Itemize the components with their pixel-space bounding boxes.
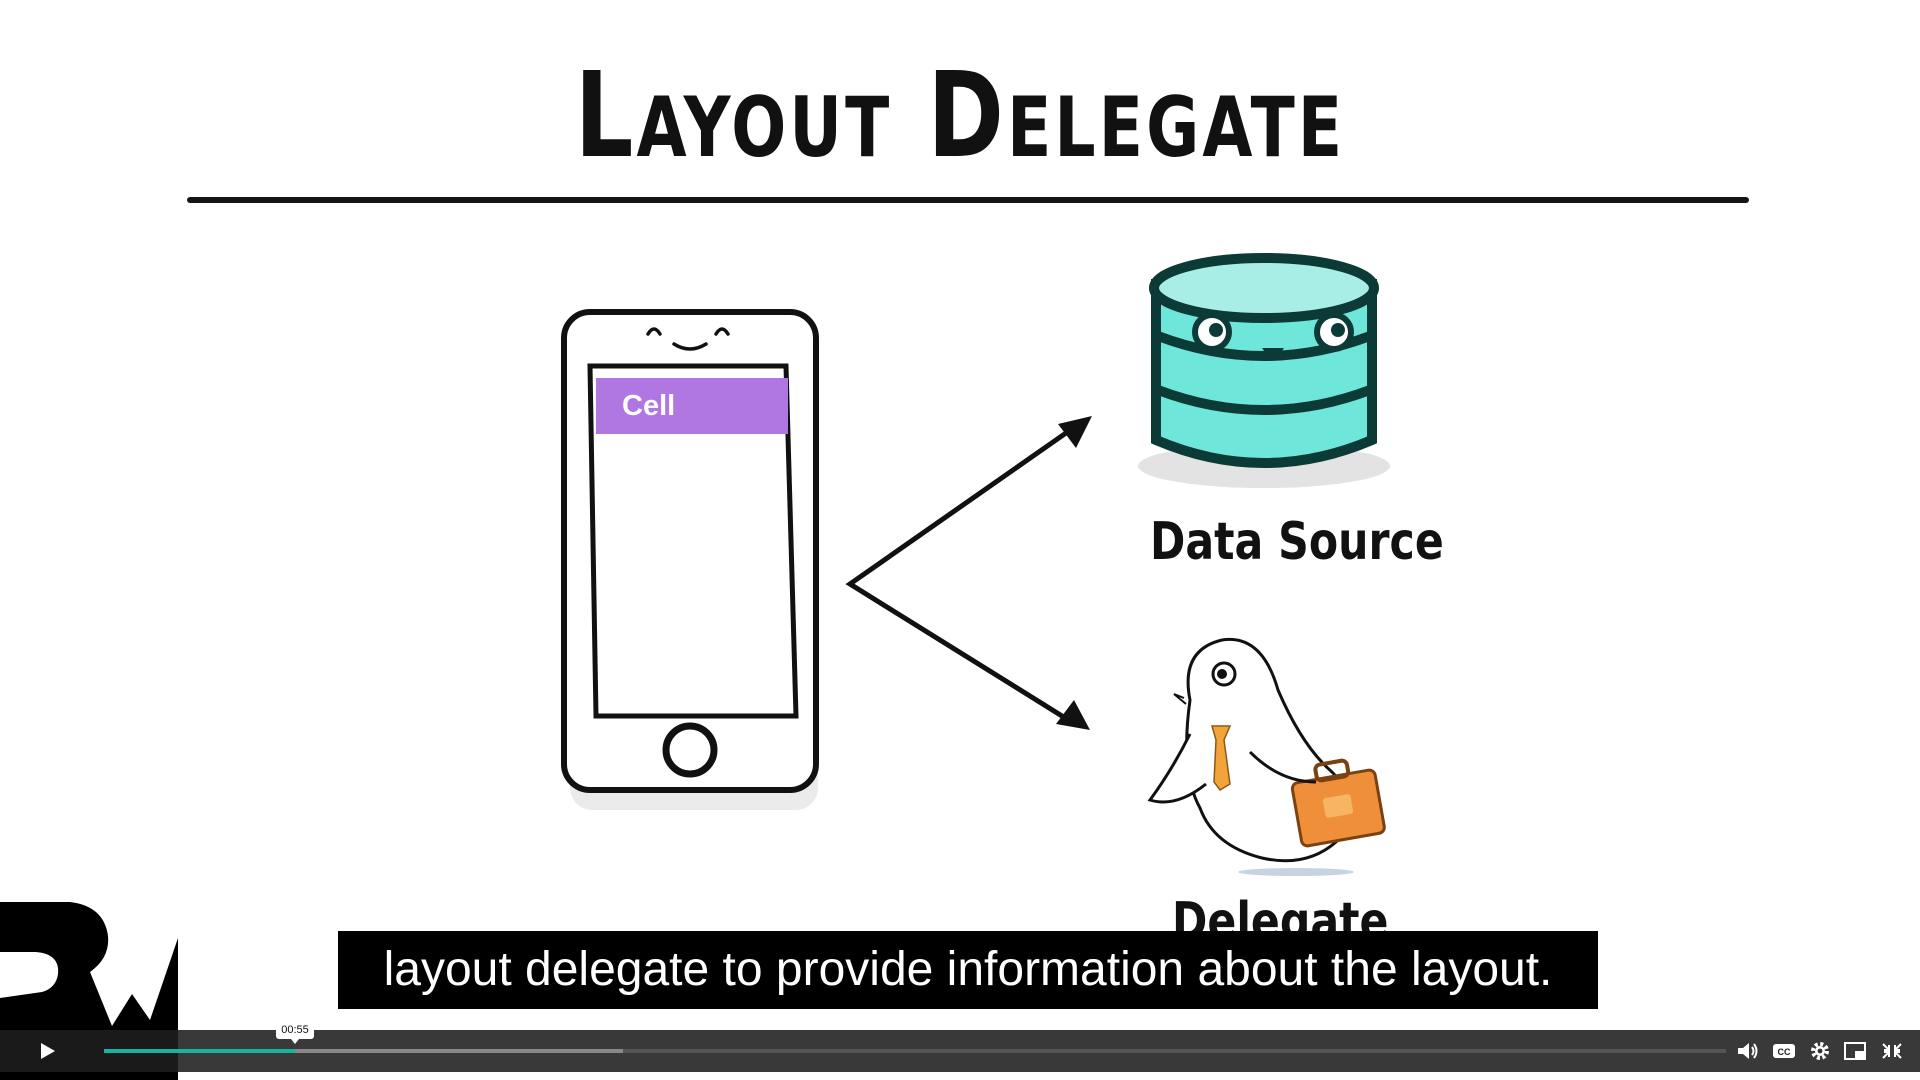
gear-icon[interactable]: [1808, 1040, 1832, 1062]
arrowhead-down: [1056, 700, 1090, 730]
exit-fullscreen-icon[interactable]: [1880, 1040, 1904, 1062]
played-bar: [104, 1049, 296, 1053]
progress-track[interactable]: [104, 1049, 1726, 1053]
svg-text:CC: CC: [1778, 1047, 1791, 1057]
phone-illustration: [561, 309, 819, 810]
arrows: [845, 423, 1079, 719]
data-source-label: Data Source: [1150, 512, 1444, 572]
buffered-bar: [104, 1049, 624, 1053]
subtitle-caption: layout delegate to provide information a…: [338, 931, 1598, 1009]
database-illustration: [1138, 253, 1390, 488]
cell-label: Cell: [622, 390, 676, 422]
arrowhead-up: [1058, 416, 1092, 448]
slide-title: Layout Delegate: [574, 46, 1346, 184]
title-divider: [187, 197, 1749, 203]
cell-row: [596, 378, 788, 434]
picture-in-picture-icon[interactable]: [1844, 1040, 1868, 1062]
volume-icon[interactable]: [1736, 1040, 1760, 1062]
play-icon[interactable]: [36, 1040, 58, 1062]
video-controls-bar: CC: [0, 1030, 1920, 1072]
cc-icon[interactable]: CC: [1772, 1040, 1796, 1062]
delegate-bird-illustration: [1147, 637, 1386, 876]
time-tooltip: 00:55: [276, 1021, 314, 1044]
